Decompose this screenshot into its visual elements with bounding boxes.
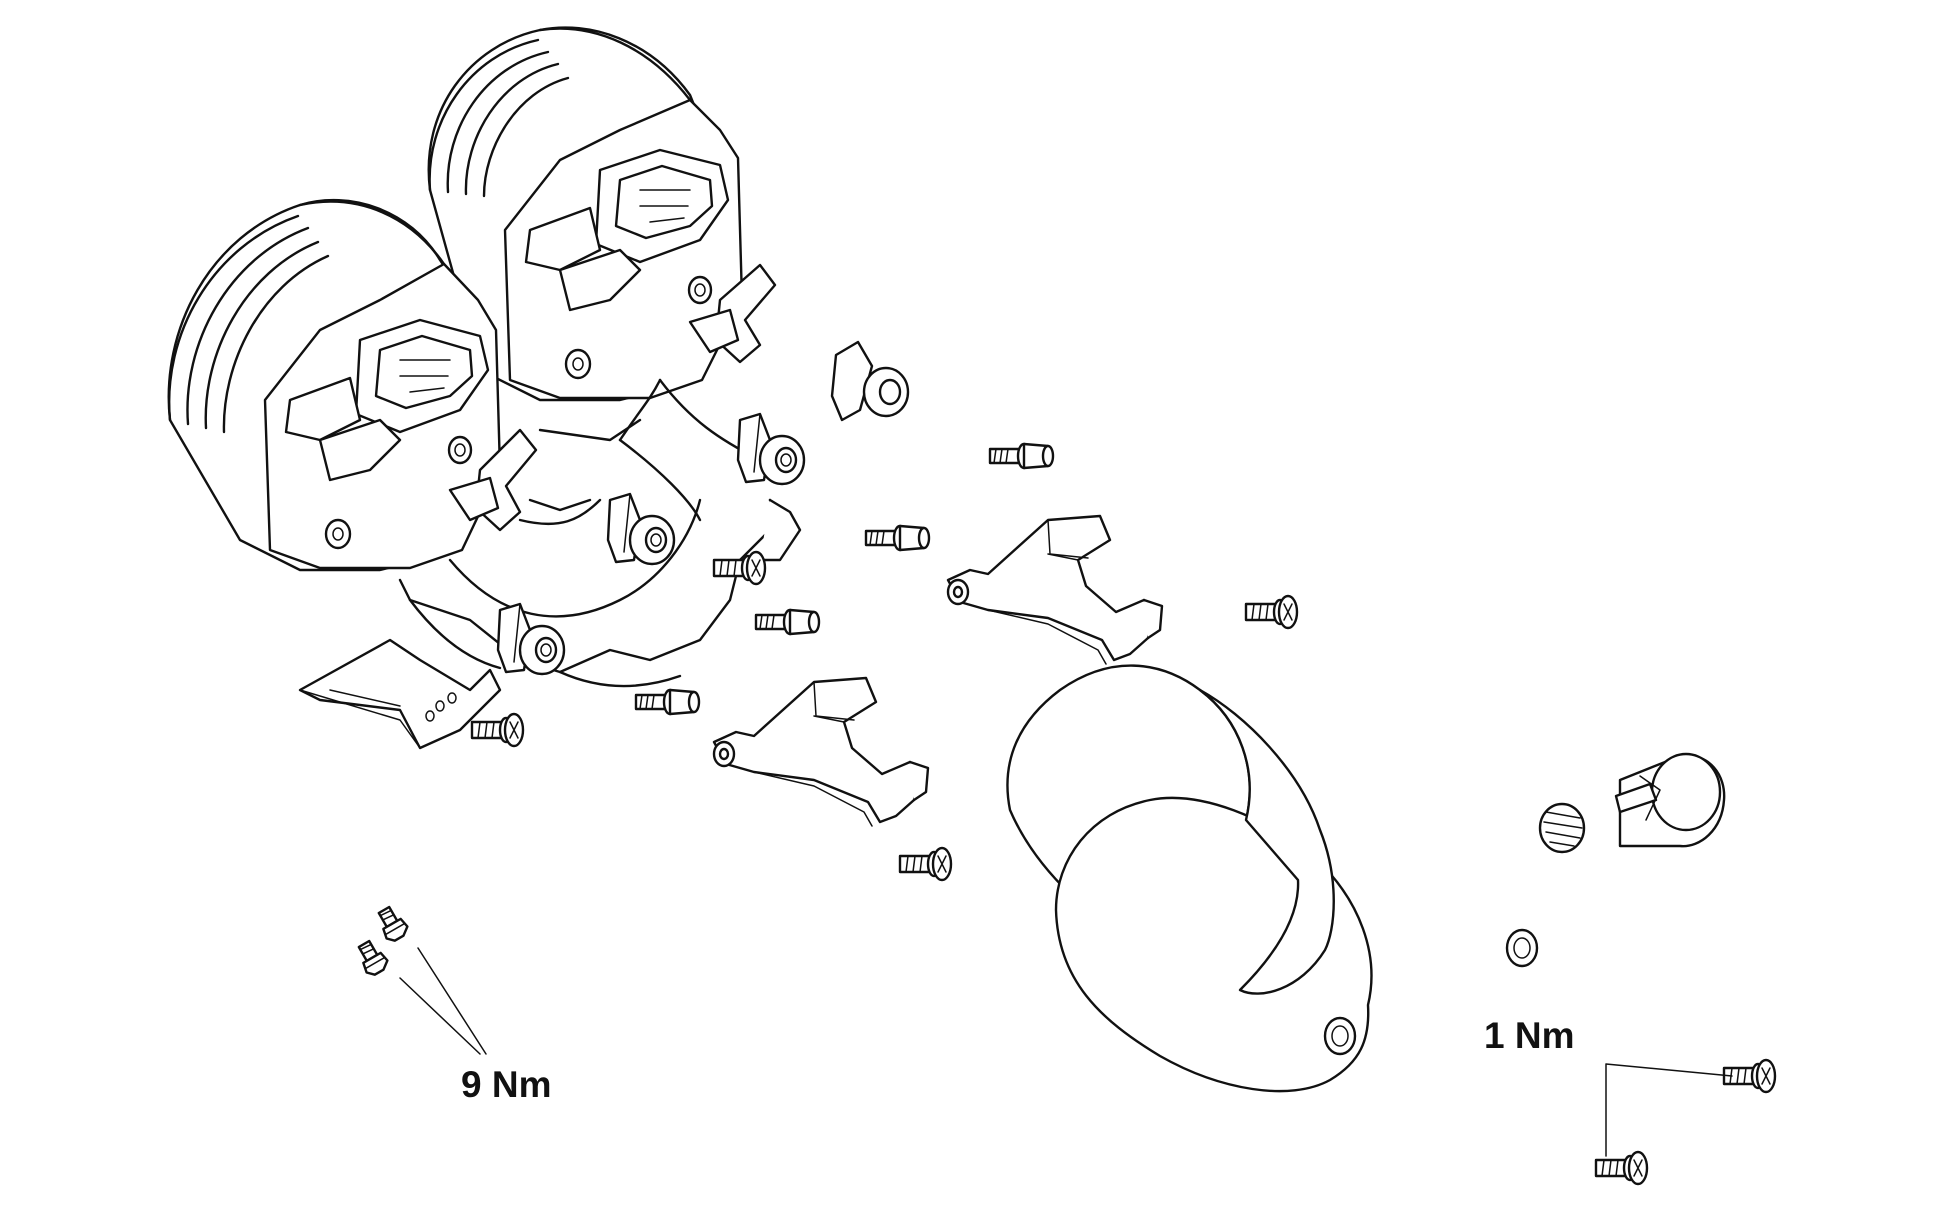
screw-a [1244,594,1299,630]
tachometer-gauge [427,26,777,402]
screw-d [898,846,953,882]
lower-light-bracket [712,676,930,828]
upper-light-bracket [946,514,1164,666]
mounting-bracket-plate [298,378,802,750]
upper-bracket-stud-bottom [864,524,931,552]
torque-1-leader [1605,1063,1733,1157]
mount-bolt-upper [372,902,412,945]
torque-label-1nm: 1 Nm [1484,1015,1575,1056]
lower-bracket-stud-bottom [634,688,701,716]
rubber-mount-loose [830,340,910,422]
torque-label-9nm: 9 Nm [461,1064,552,1105]
plate-screw [712,550,767,586]
bulb-socket [1614,752,1726,848]
lower-bracket-stud-top [754,608,821,636]
shell-rear-outline [1198,688,1335,995]
rubber-mount-upper [736,412,806,486]
mount-bolt-lower [352,936,392,979]
rubber-mount-center [606,492,676,566]
bracket-screw [470,712,525,748]
lens-screw-lower [1594,1150,1649,1186]
upper-bracket-stud-top [988,442,1055,470]
torque-9-leader [399,947,487,1055]
bulb-spring [1538,802,1586,854]
speedometer-gauge [167,198,538,572]
